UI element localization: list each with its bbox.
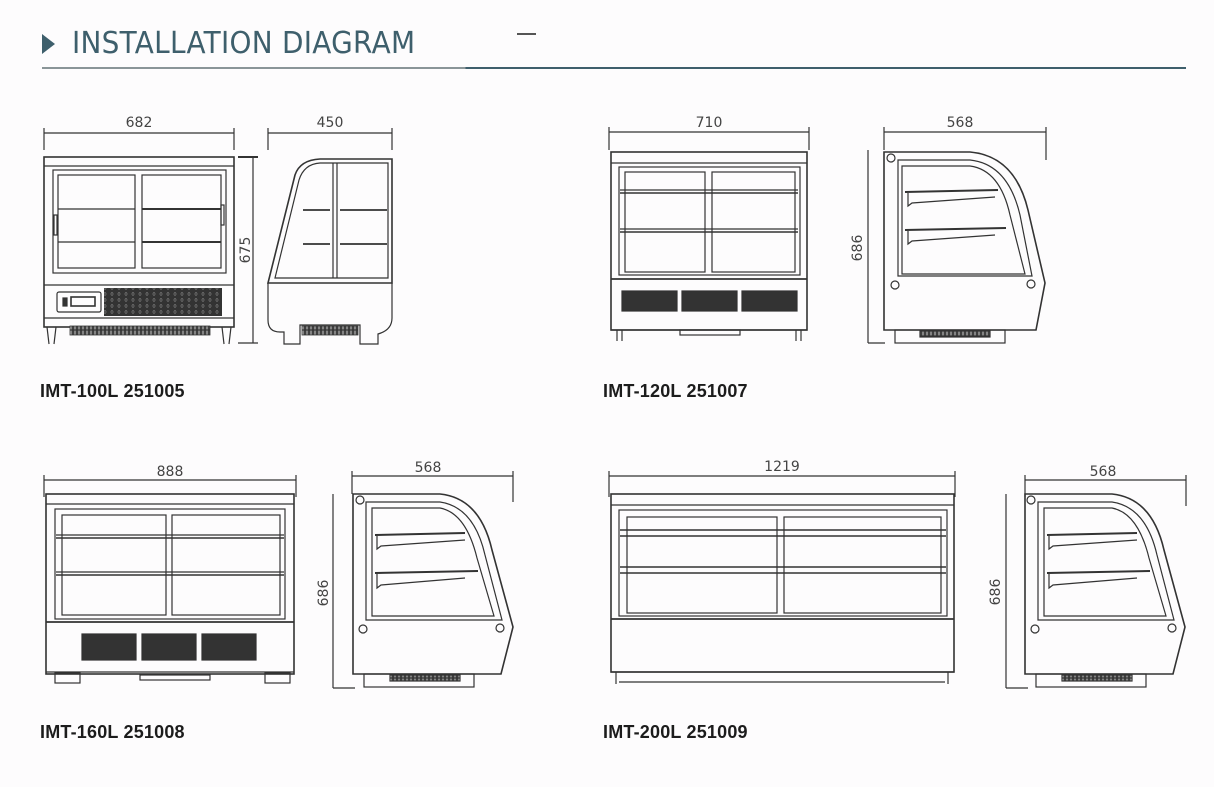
- model-3-width-dim: 888: [157, 464, 184, 480]
- model-4-width-dim: 1219: [764, 459, 800, 475]
- model-3-side-view: 568 686: [316, 460, 514, 689]
- model-1-depth-dim: 450: [317, 115, 344, 131]
- model-4-caption: IMT-200L 251009: [603, 722, 748, 742]
- model-1-caption: IMT-100L 251005: [40, 381, 185, 401]
- header-divider: [42, 67, 1186, 69]
- model-3-caption: IMT-160L 251008: [40, 722, 185, 742]
- model-4-side-view: 568 686: [988, 464, 1187, 689]
- section-header: INSTALLATION DIAGRAM: [42, 26, 441, 61]
- triangle-bullet-icon: [42, 33, 55, 54]
- model-1-height-dim: 675: [238, 237, 254, 264]
- page-title: INSTALLATION DIAGRAM: [72, 26, 416, 61]
- model-4-front-view: 1219: [608, 459, 956, 684]
- model-2-depth-dim: 568: [947, 115, 974, 131]
- model-3-depth-dim: 568: [415, 460, 442, 476]
- model-4-depth-dim: 568: [1090, 464, 1117, 480]
- model-2-height-dim: 686: [850, 235, 866, 262]
- model-1-side-view: 450: [266, 115, 393, 345]
- model-1-front-view: 682 675: [43, 115, 258, 345]
- model-3-height-dim: 686: [316, 580, 332, 607]
- model-3-front-view: 888: [43, 464, 297, 684]
- model-4-height-dim: 686: [988, 579, 1004, 606]
- model-2-front-view: 710: [608, 115, 810, 341]
- model-2-width-dim: 710: [696, 115, 723, 131]
- model-2-caption: IMT-120L 251007: [603, 381, 748, 401]
- model-1-width-dim: 682: [126, 115, 153, 131]
- decorative-dash: [517, 33, 536, 35]
- model-2-side-view: 568 686: [850, 115, 1047, 344]
